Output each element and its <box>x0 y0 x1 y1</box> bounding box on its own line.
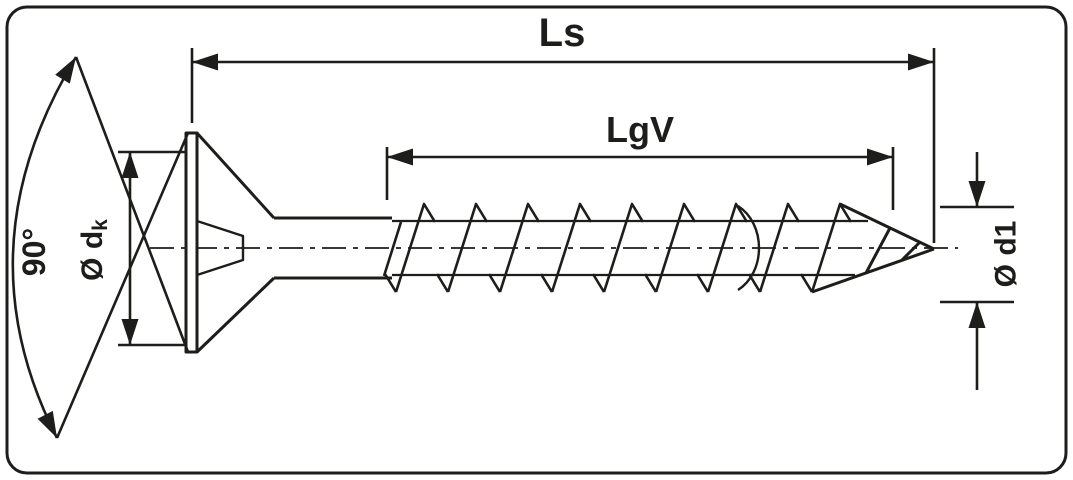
ls-extension-lines <box>190 48 936 243</box>
angle-arc-arrow-top <box>55 57 76 84</box>
screw-thread <box>382 202 853 293</box>
dk-arrow-top <box>121 152 139 178</box>
angle-arc <box>11 56 78 439</box>
screw-shank <box>274 216 392 280</box>
head-diameter-label: Ø dk <box>76 219 112 281</box>
dk-dimension <box>118 150 186 347</box>
lgv-arrow-right <box>867 148 893 166</box>
ls-arrow-right <box>908 53 934 71</box>
screw-head-face <box>184 131 199 354</box>
thread-length-label: LgV <box>606 109 674 150</box>
screw-head-cone <box>195 131 276 354</box>
screw-drive-recess <box>196 219 245 277</box>
angle-extension-lines <box>55 56 190 439</box>
head-angle-label: 90° <box>16 228 52 276</box>
screw-thread-runout-arc <box>737 204 761 292</box>
d1-arrow-top <box>968 181 986 207</box>
ls-arrow-left <box>192 53 218 71</box>
head-angle-dimension <box>11 56 190 439</box>
lgv-dimension <box>385 147 895 210</box>
dk-arrow-bottom <box>121 319 139 345</box>
border-frame <box>5 5 1068 475</box>
angle-arc-arrow-bottom <box>37 410 57 438</box>
total-length-label: Ls <box>539 11 586 55</box>
screw-tip <box>811 202 935 294</box>
ls-dimension <box>190 48 936 243</box>
lgv-arrow-left <box>387 148 413 166</box>
d1-arrow-bottom <box>968 302 986 328</box>
thread-diameter-label: Ø d1 <box>990 221 1023 288</box>
